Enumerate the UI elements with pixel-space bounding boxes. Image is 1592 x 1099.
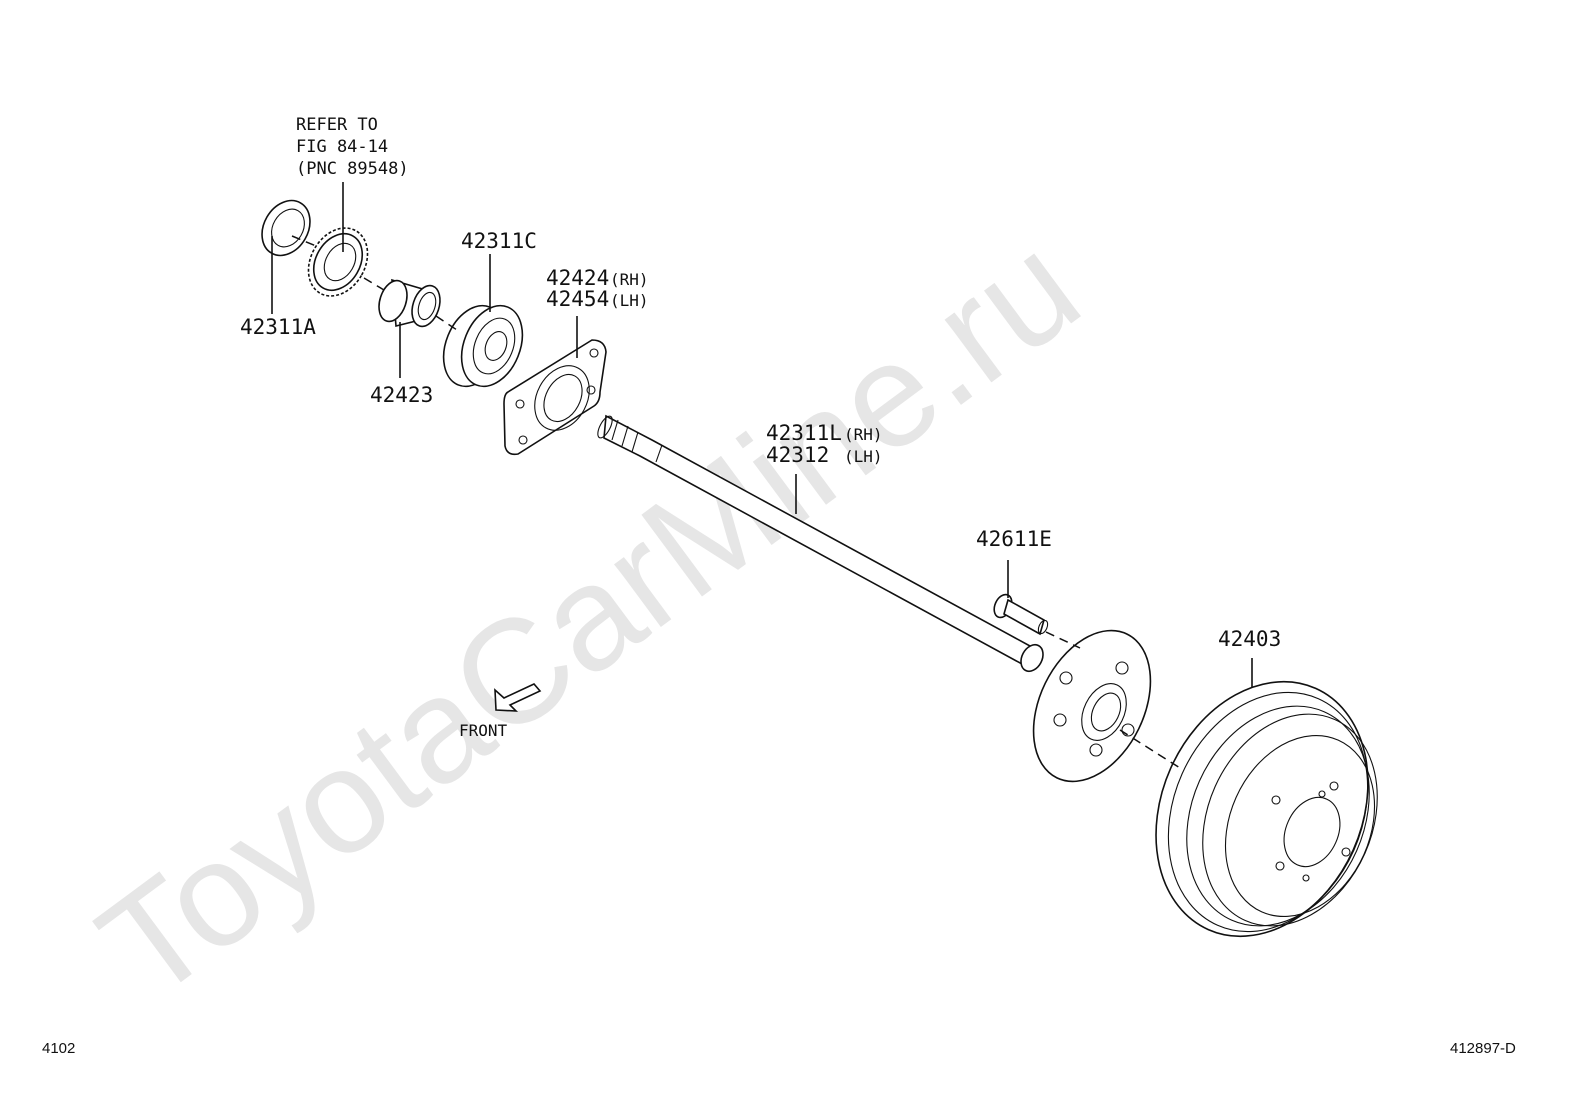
part-side-42454: (LH) <box>610 291 649 310</box>
part-label-42311A[interactable]: 42311A <box>240 315 316 339</box>
axle-flange-part[interactable] <box>1010 611 1174 800</box>
part-label-42312[interactable]: 42312 <box>766 443 829 467</box>
part-label-42423[interactable]: 42423 <box>370 383 433 407</box>
part-side-42311L: (RH) <box>844 425 883 444</box>
part-side-42312: (LH) <box>844 447 883 466</box>
illustration-code: 412897-D <box>1450 1040 1516 1057</box>
assembly-centerline <box>291 235 1181 769</box>
oil-seal-part[interactable] <box>252 192 319 314</box>
part-side-42424: (RH) <box>610 270 649 289</box>
part-label-42403[interactable]: 42403 <box>1218 627 1281 651</box>
front-label: FRONT <box>459 721 508 740</box>
part-label-42454[interactable]: 42454 <box>546 287 609 311</box>
retainer-ring-part[interactable] <box>374 277 445 378</box>
front-arrow-icon <box>494 683 542 712</box>
part-label-42311L[interactable]: 42311L <box>766 421 842 445</box>
brake-drum-part[interactable] <box>1117 648 1410 971</box>
reference-note-line2: FIG 84-14 <box>296 137 388 157</box>
part-label-42311C[interactable]: 42311C <box>461 229 537 253</box>
part-label-42611E[interactable]: 42611E <box>976 527 1052 551</box>
bearing-part[interactable] <box>432 254 533 395</box>
reference-note-line1: REFER TO <box>296 115 378 135</box>
reference-note-line3: (PNC 89548) <box>296 159 409 179</box>
bearing-retainer-plate-part[interactable] <box>503 316 607 456</box>
sensor-rotor-part[interactable] <box>297 182 380 307</box>
page-number: 4102 <box>42 1040 75 1057</box>
part-label-42424[interactable]: 42424 <box>546 266 609 290</box>
hub-bolt-part[interactable] <box>991 560 1050 636</box>
